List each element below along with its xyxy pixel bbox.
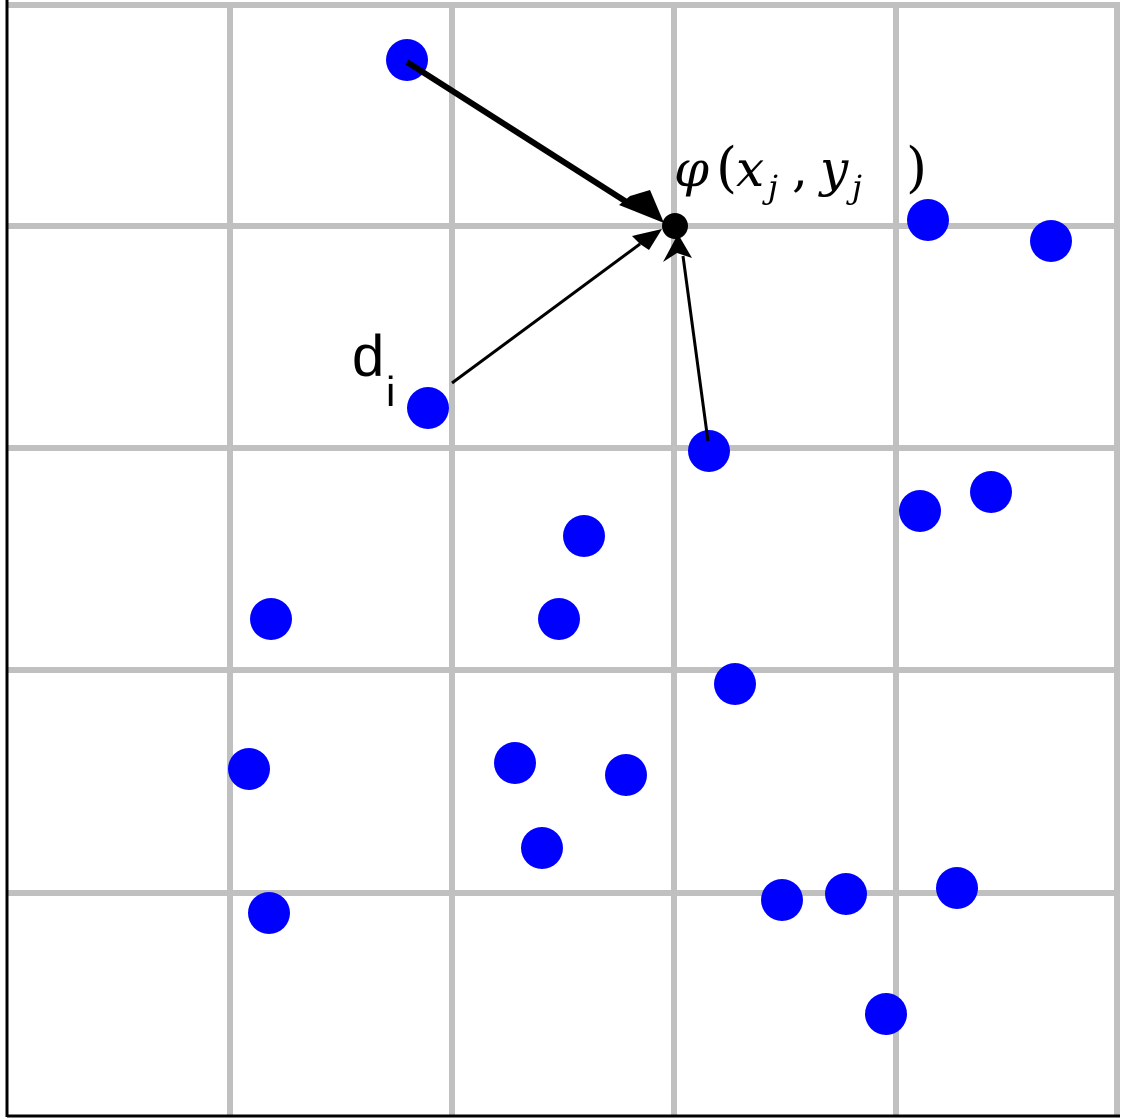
sample-point-5 [688,430,730,472]
sample-point-17 [761,879,803,921]
distance-label: d i [352,324,395,415]
arrow-shaft-left [451,242,641,385]
arrow-shaft-bottom [681,255,710,442]
sample-point-12 [228,748,270,790]
sample-point-10 [538,598,580,640]
node-label-close-paren: ) [906,136,927,199]
distance-label-main: d [352,324,384,389]
node-label-phi: φ [674,140,709,198]
sample-point-3 [1030,220,1072,262]
distance-label-subscript: i [386,368,395,415]
sample-point-4 [407,387,449,429]
sample-point-20 [865,993,907,1035]
sample-point-6 [970,471,1012,513]
sample-point-2 [907,199,949,241]
grid-node [662,213,688,239]
node-label-x: x [736,140,764,198]
arrow-shaft-top [405,59,638,211]
sample-point-18 [825,873,867,915]
sample-point-13 [494,742,536,784]
node-label-comma: , [792,140,808,198]
arrow-head-bottom [663,234,692,262]
arrow-head-top [619,190,664,223]
sample-point-19 [936,867,978,909]
sample-point-16 [248,892,290,934]
node-label-open-paren: ( [716,136,737,199]
arrow-head-left [632,229,662,250]
sample-point-8 [563,515,605,557]
sample-point-7 [899,490,941,532]
sample-point-15 [521,827,563,869]
grid-lines [7,2,1120,1116]
sample-point-9 [250,598,292,640]
sample-point-14 [605,754,647,796]
node-label-y: y [818,140,849,198]
distance-arrows [405,59,710,442]
sample-point-11 [714,663,756,705]
